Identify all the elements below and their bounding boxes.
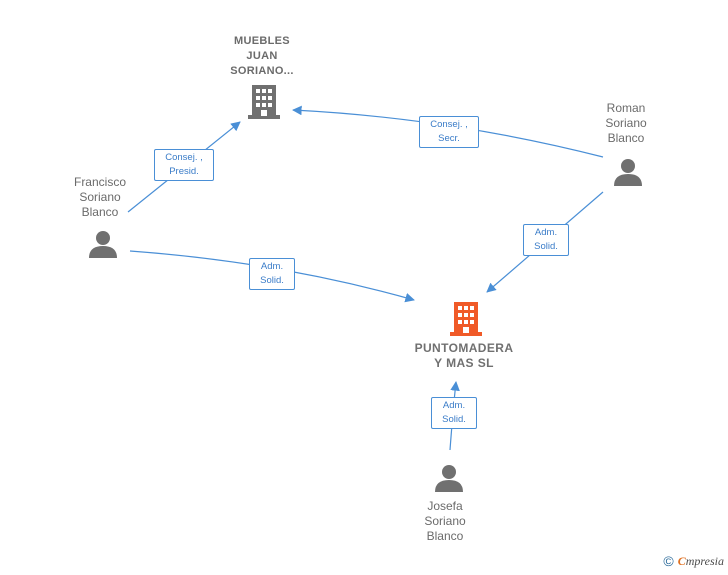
footer-brand: © Cmpresia [663, 553, 724, 569]
person-icon[interactable] [613, 157, 643, 187]
edge-label-francisco-puntomadera: Adm. Solid. [249, 258, 295, 290]
building-icon[interactable] [450, 300, 482, 336]
edge-label-josefa-puntomadera: Adm. Solid. [431, 397, 477, 429]
brand-logo: Cmpresia [677, 553, 724, 568]
person-icon[interactable] [434, 463, 464, 493]
person-icon[interactable] [88, 229, 118, 259]
edge-label-roman-muebles: Consej. , Secr. [419, 116, 479, 148]
building-icon[interactable] [248, 83, 280, 119]
company-label-puntomadera[interactable]: PUNTOMADERA Y MAS SL [414, 341, 514, 370]
person-label-josefa[interactable]: Josefa Soriano Blanco [424, 499, 466, 543]
copyright-icon: © [663, 553, 674, 569]
edge-label-roman-puntomadera: Adm. Solid. [523, 224, 569, 256]
person-label-roman[interactable]: Roman Soriano Blanco [605, 101, 647, 145]
company-label-muebles[interactable]: MUEBLES JUAN SORIANO... [230, 35, 294, 77]
edge-label-francisco-muebles: Consej. , Presid. [154, 149, 214, 181]
person-label-francisco[interactable]: Francisco Soriano Blanco [73, 175, 126, 219]
